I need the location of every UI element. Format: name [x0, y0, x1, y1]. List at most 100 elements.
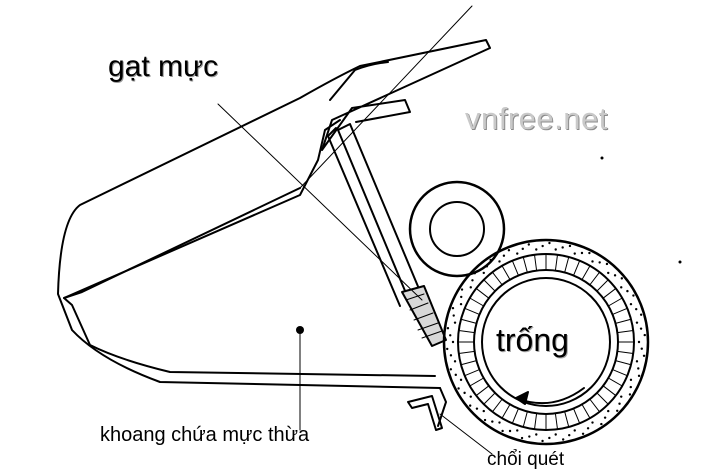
drum-tick [511, 408, 519, 424]
drum-dot [541, 244, 544, 248]
drum-dot [573, 429, 576, 432]
drum-dot [554, 433, 557, 436]
drum-dot [637, 340, 641, 344]
drum-dot [581, 432, 585, 435]
drum-tick [616, 350, 634, 354]
brush-mount [437, 387, 447, 427]
drum-tick [564, 256, 570, 273]
drum-dot [507, 249, 511, 252]
label-wiper-blade: gạt mực [108, 50, 219, 83]
drum-dot [616, 409, 619, 412]
drum-dot [573, 252, 576, 255]
drum-dot [635, 360, 639, 363]
drum-dot [498, 421, 501, 424]
drum-dot [471, 279, 474, 282]
drum-tick [589, 398, 601, 413]
drum-dot [475, 407, 479, 410]
drum-dot [640, 347, 643, 350]
drum-dot [629, 378, 633, 382]
drum-tick [464, 369, 480, 377]
drum-dot [516, 429, 519, 432]
drum-tick [573, 260, 581, 276]
drum-tick [460, 318, 477, 324]
drum-dot [548, 241, 551, 245]
drum-dot [453, 360, 457, 363]
drum-dot [598, 261, 601, 264]
drum-tick [596, 392, 609, 405]
drum-dot [548, 436, 551, 440]
drum-dot [489, 258, 492, 262]
drum-dot [613, 274, 617, 277]
drum-tick [534, 254, 538, 272]
drum-tick [607, 297, 623, 307]
drum-tick [460, 360, 477, 366]
drum-tick [475, 385, 490, 397]
drum-dot [620, 395, 623, 398]
drum-tick [534, 412, 538, 430]
drum-dot [457, 387, 460, 390]
drum-dot [607, 271, 610, 275]
drum-dot [463, 391, 466, 395]
blade-holder [337, 123, 423, 299]
drum-tick [511, 260, 519, 276]
drum-dot [473, 272, 476, 275]
drum-tick [589, 271, 601, 286]
drum-dot [451, 340, 455, 344]
drum-dot [491, 420, 494, 423]
drum-dot [502, 254, 506, 257]
drum-dot [637, 367, 640, 370]
drum-tick [612, 307, 628, 315]
small-roller-outer [408, 180, 506, 278]
brush-leader-line [439, 413, 493, 455]
drum-dot [632, 294, 635, 297]
drum-dot [554, 248, 557, 251]
drum-tick [475, 287, 490, 299]
drum-dot [607, 409, 610, 413]
drum-dot [460, 295, 463, 299]
drum-texture [446, 241, 646, 443]
drum-dot [629, 385, 632, 389]
drum-tick [522, 256, 528, 273]
drum-dot [469, 395, 472, 398]
small-roller-inner [429, 201, 485, 257]
drum-dot [459, 378, 463, 382]
drum-dot [451, 306, 455, 310]
drum-tick [501, 265, 511, 281]
drum-dot [561, 438, 565, 441]
drum-tick [464, 307, 480, 315]
drum-dot [626, 289, 629, 293]
drum-dot [591, 260, 594, 263]
drum-tick [554, 412, 558, 430]
drum-dot [508, 429, 512, 433]
drum-dot [535, 248, 538, 251]
blade-leader-line [217, 103, 423, 301]
drum-dot [618, 402, 621, 405]
drum-dot [643, 333, 646, 337]
drum-dot [605, 262, 609, 266]
drum-dot [482, 409, 485, 413]
drum-dot [603, 416, 607, 419]
speck [600, 156, 604, 160]
drum-dot [629, 302, 633, 306]
drum-dot [635, 321, 639, 324]
drum-dot [528, 435, 531, 438]
drum-dot [485, 265, 489, 268]
drum-tick [602, 287, 617, 299]
drum-tick [581, 403, 591, 419]
drum-dot [635, 307, 638, 311]
drum-tick [483, 279, 496, 292]
drum-dot [449, 354, 453, 357]
drum-tick [596, 279, 609, 292]
drum-tick [581, 265, 591, 281]
drum-tick [616, 330, 634, 334]
drum-dot [527, 243, 531, 246]
drum-rotation-arrowhead [515, 391, 529, 405]
drum-tick [573, 408, 581, 424]
drum-dot [591, 421, 594, 424]
drum-dot [620, 277, 624, 280]
drum-dot [521, 247, 524, 251]
top-leader-line [299, 5, 473, 189]
speck [678, 260, 682, 264]
watermark-text: vnfree.net [465, 101, 608, 136]
